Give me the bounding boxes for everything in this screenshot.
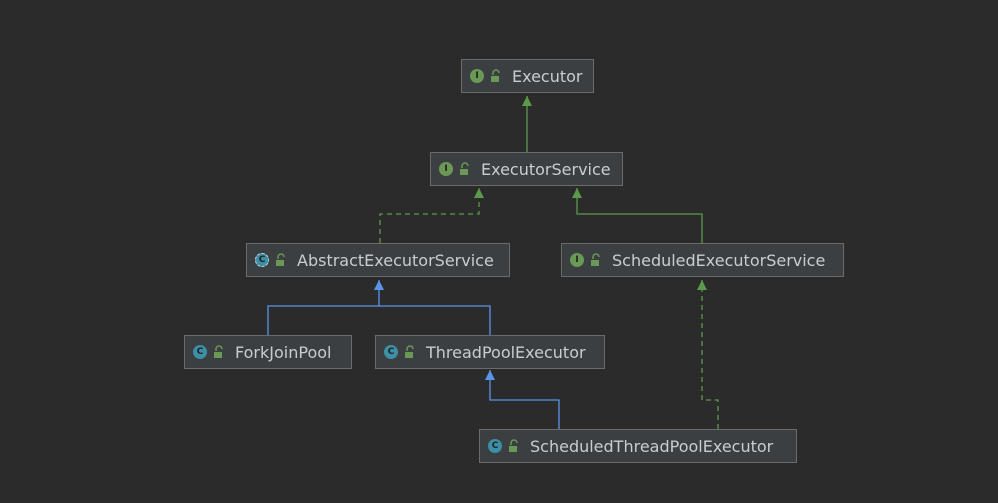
edge-abstractexecutorservice-to-executorservice — [379, 188, 484, 243]
class-icon: C — [488, 439, 502, 453]
interface-icon: I — [439, 162, 453, 176]
node-scheduledexecutorservice[interactable]: I ScheduledExecutorService — [561, 243, 844, 277]
node-label: AbstractExecutorService — [297, 250, 494, 270]
edge-executorservice-to-executor — [522, 96, 532, 152]
node-executorservice[interactable]: I ExecutorService — [430, 152, 623, 186]
interface-icon: I — [470, 69, 484, 83]
node-label: ScheduledExecutorService — [612, 250, 826, 270]
arrowhead — [485, 370, 495, 380]
edge-scheduledthreadpoolexecutor-to-scheduledexecutorservice — [697, 280, 719, 429]
node-label: ThreadPoolExecutor — [426, 342, 586, 362]
open-lock-icon — [509, 439, 518, 452]
arrowhead — [522, 96, 532, 106]
edge-scheduledthreadpoolexecutor-to-threadpoolexecutor — [485, 370, 560, 429]
node-threadpoolexecutor[interactable]: C ThreadPoolExecutor — [375, 335, 605, 369]
arrowhead — [474, 188, 484, 198]
class-icon: C — [384, 345, 398, 359]
node-abstractexecutorservice[interactable]: C AbstractExecutorService — [246, 243, 510, 277]
open-lock-icon — [405, 345, 414, 358]
node-executor[interactable]: I Executor — [461, 59, 594, 93]
class-icon: C — [193, 345, 207, 359]
node-label: ForkJoinPool — [235, 342, 332, 362]
node-forkjoinpool[interactable]: C ForkJoinPool — [184, 335, 352, 369]
arrowhead — [572, 188, 582, 198]
interface-icon: I — [570, 253, 584, 267]
edge-threadpoolexecutor-to-abstractexecutorservice — [374, 280, 491, 335]
node-label: Executor — [512, 66, 583, 86]
open-lock-icon — [460, 162, 469, 175]
node-label: ExecutorService — [481, 159, 611, 179]
node-scheduledthreadpoolexecutor[interactable]: C ScheduledThreadPoolExecutor — [479, 429, 797, 463]
abstract-class-icon: C — [255, 253, 269, 267]
open-lock-icon — [276, 253, 285, 266]
open-lock-icon — [591, 253, 600, 266]
edge-scheduledexecutorservice-to-executorservice — [572, 188, 703, 243]
edge-forkjoinpool-to-abstractexecutorservice — [267, 305, 379, 335]
open-lock-icon — [214, 345, 223, 358]
arrowhead — [374, 280, 384, 290]
arrowhead — [697, 280, 707, 290]
node-label: ScheduledThreadPoolExecutor — [530, 436, 774, 456]
open-lock-icon — [491, 69, 500, 82]
